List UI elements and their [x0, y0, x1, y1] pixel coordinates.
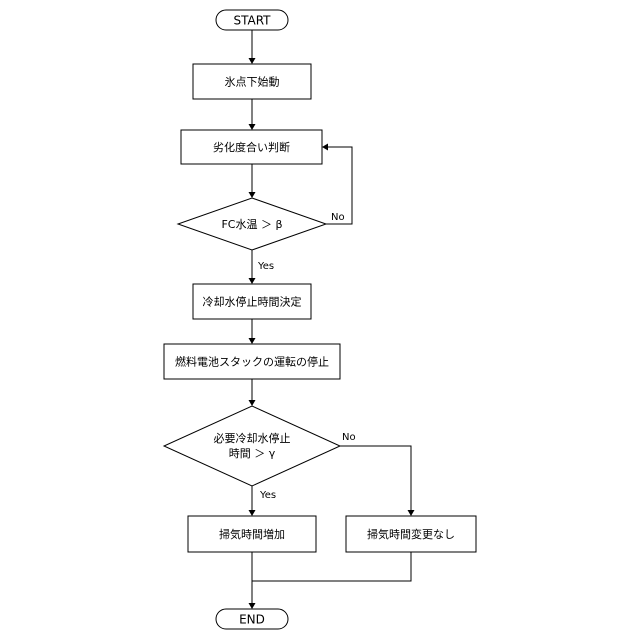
arrow-head: [249, 400, 256, 406]
connector-merge-to-end: [249, 552, 412, 609]
process-degradation-judgment: 劣化度合い判断: [181, 130, 322, 164]
fc-water-temp-label: FC水温 ＞ β: [221, 218, 282, 231]
connector-judgment-to-temp-decision: [249, 164, 256, 198]
start-terminal: START: [216, 10, 288, 30]
arrow-head: [249, 278, 256, 284]
arrow-head: [249, 58, 256, 64]
connector-start-to-subzero: [249, 30, 256, 64]
time-yes-label: Yes: [259, 490, 276, 501]
process-no-purge-change: 掃気時間変更なし: [346, 516, 476, 552]
no-purge-change-label: 掃気時間変更なし: [367, 527, 455, 541]
connector-time-no: [340, 446, 415, 516]
required-stop-line1-label: 必要冷却水停止: [214, 431, 291, 445]
time-no-label: No: [342, 432, 356, 443]
arrow-head: [249, 510, 256, 516]
end-label: END: [239, 613, 265, 627]
degradation-judgment-label: 劣化度合い判断: [213, 140, 290, 154]
coolant-stop-time-label: 冷却水停止時間決定: [203, 295, 302, 309]
connector-temp-yes: [249, 250, 256, 284]
process-coolant-stop-time: 冷却水停止時間決定: [193, 284, 311, 319]
required-stop-line2-label: 時間 ＞ γ: [229, 447, 276, 460]
start-label: START: [233, 14, 271, 28]
decision-required-stop-time: 必要冷却水停止 時間 ＞ γ: [164, 406, 340, 486]
increase-purge-time-label: 掃気時間増加: [219, 527, 285, 541]
arrow-head: [249, 192, 256, 198]
arrow-head: [249, 124, 256, 130]
arrow-head: [322, 144, 328, 151]
end-terminal: END: [216, 609, 288, 629]
process-sub-zero-start: 氷点下始動: [193, 64, 311, 99]
decision-fc-water-temp: FC水温 ＞ β: [178, 198, 326, 250]
temp-no-label: No: [331, 212, 345, 223]
sub-zero-start-label: 氷点下始動: [225, 75, 280, 89]
connector-stop-stack-to-time-decision: [249, 379, 256, 406]
arrow-head: [249, 338, 256, 344]
process-stop-fc-stack: 燃料電池スタックの運転の停止: [164, 344, 340, 379]
connector-time-yes: [249, 486, 256, 516]
process-increase-purge-time: 掃気時間増加: [188, 516, 316, 552]
connector-coolant-to-stop-stack: [249, 319, 256, 344]
temp-yes-label: Yes: [257, 261, 274, 272]
arrow-head: [249, 603, 256, 609]
connector-subzero-to-judgment: [249, 99, 256, 130]
stop-fc-stack-label: 燃料電池スタックの運転の停止: [175, 355, 329, 369]
arrow-head: [408, 510, 415, 516]
